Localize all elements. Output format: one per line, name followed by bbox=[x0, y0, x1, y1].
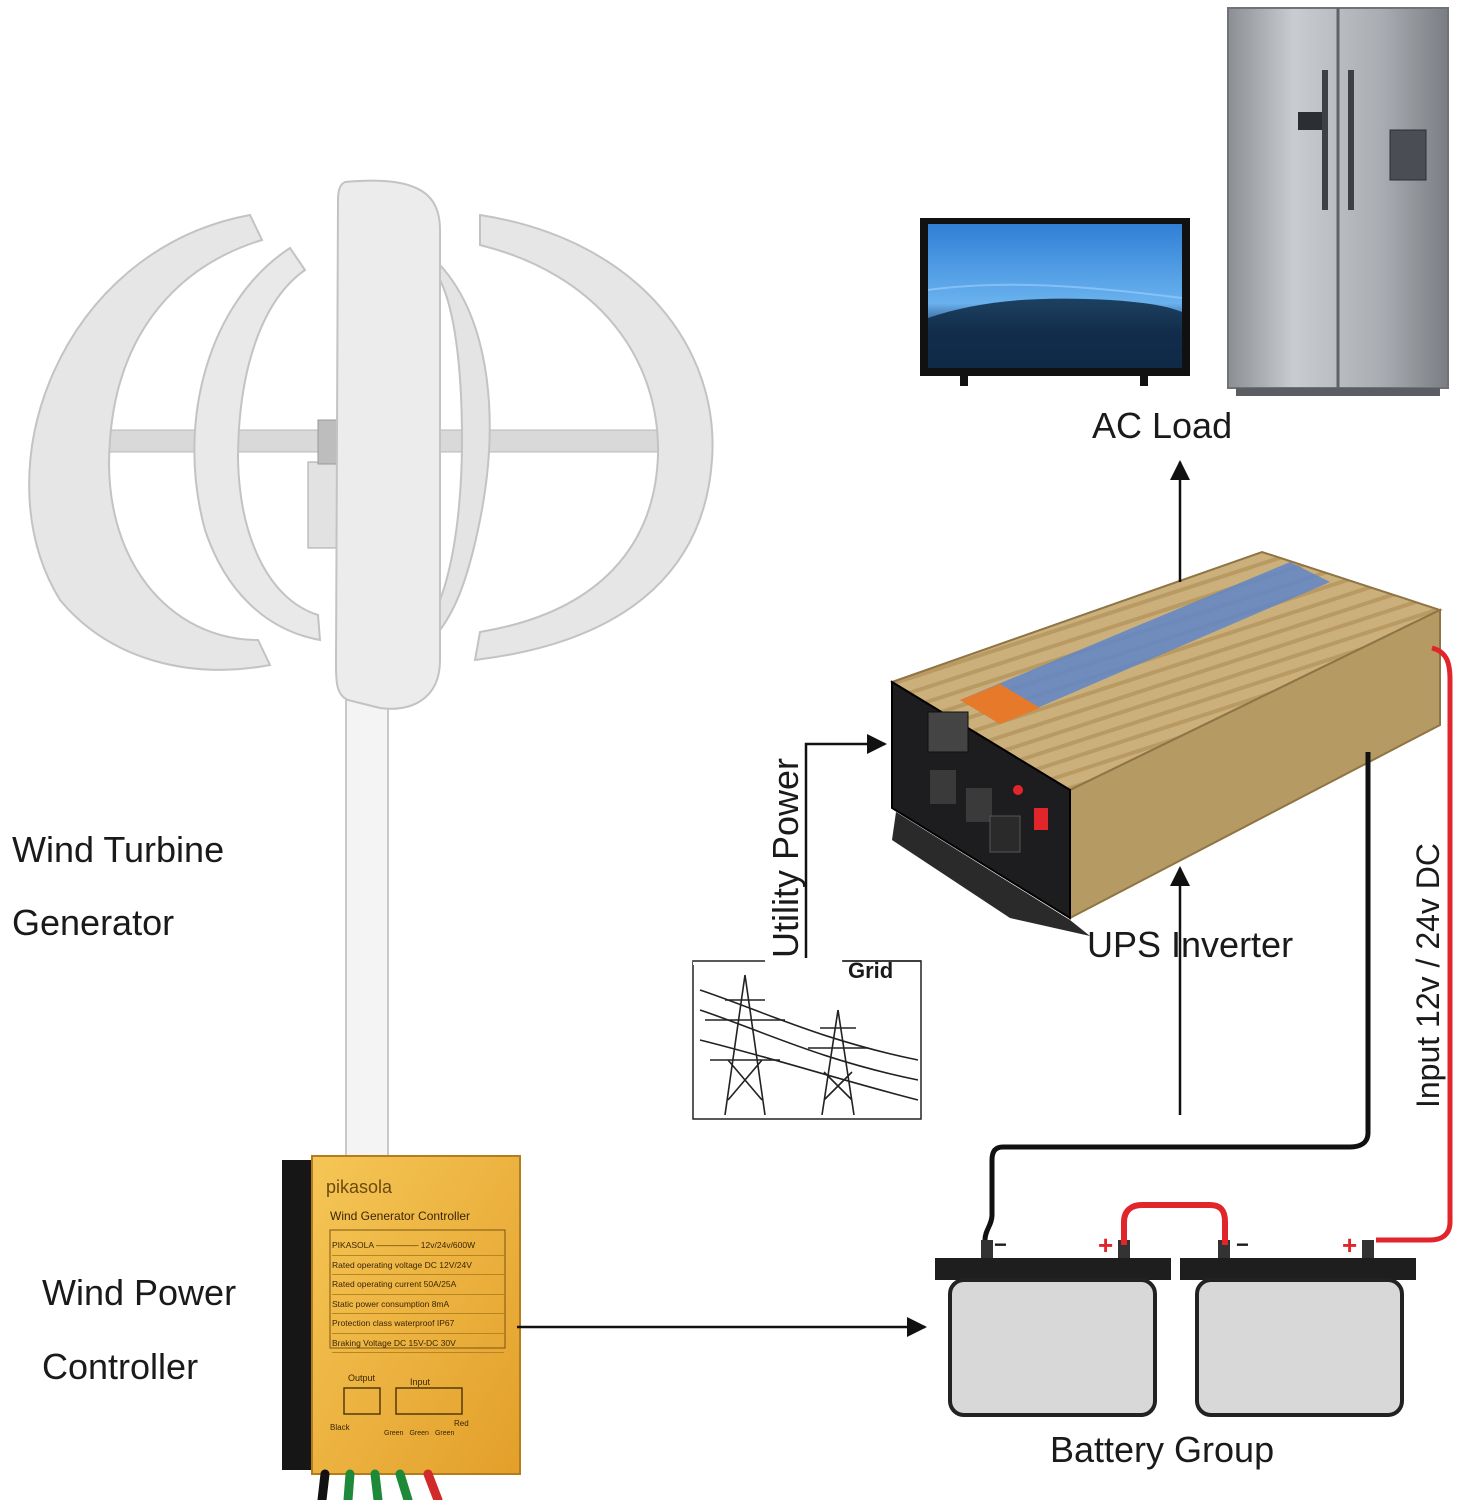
battery-right-minus: − bbox=[1236, 1232, 1249, 1257]
battery-left-minus: − bbox=[994, 1232, 1007, 1257]
controller-green-label: Green bbox=[384, 1430, 404, 1437]
controller-title: Wind Generator Controller bbox=[330, 1209, 471, 1223]
battery-left-plus: + bbox=[1098, 1230, 1114, 1260]
controller-green-labels: Green Green Green bbox=[384, 1430, 454, 1437]
refrigerator-image bbox=[1227, 7, 1449, 396]
controller-input-label: Input bbox=[410, 1377, 431, 1387]
label-grid: Grid bbox=[848, 958, 894, 983]
grid-image bbox=[692, 955, 922, 1120]
battery-left bbox=[935, 1240, 1171, 1417]
controller-green-label: Green bbox=[434, 1430, 455, 1437]
arrow-utility-power bbox=[804, 734, 887, 958]
label-wind-controller-line1: Wind Power bbox=[42, 1272, 237, 1313]
ups-inverter-image bbox=[889, 550, 1443, 936]
label-battery-group: Battery Group bbox=[1050, 1429, 1275, 1470]
label-wind-turbine-line2: Generator bbox=[12, 902, 175, 943]
turbine-blade-inner-right bbox=[439, 262, 491, 634]
label-ac-load: AC Load bbox=[1092, 405, 1233, 446]
wire-red-jumper bbox=[1121, 1202, 1228, 1245]
battery-right bbox=[1180, 1240, 1416, 1417]
controller-spec-row: Rated operating current 50A/25A bbox=[332, 1275, 504, 1295]
turbine-blade-center bbox=[334, 179, 441, 710]
wind-power-controller-image bbox=[282, 1155, 521, 1500]
label-input-dc: Input 12v / 24v DC bbox=[1410, 842, 1446, 1108]
turbine-blade-inner-left bbox=[193, 246, 322, 642]
turbine-blade-outer-right bbox=[473, 213, 714, 662]
turbine-blade-outer-left bbox=[28, 213, 272, 671]
controller-black-label: Black bbox=[330, 1423, 350, 1432]
wire-black-negative bbox=[982, 752, 1371, 1241]
controller-green-label: Green bbox=[409, 1430, 429, 1437]
controller-spec-row: Static power consumption 8mA bbox=[332, 1295, 504, 1314]
controller-output-label: Output bbox=[348, 1373, 376, 1383]
wire-red-positive bbox=[1376, 645, 1453, 1243]
battery-group-image bbox=[935, 1240, 1416, 1417]
battery-right-plus: + bbox=[1342, 1230, 1358, 1260]
controller-spec-row: Rated operating voltage DC 12V/24V bbox=[332, 1256, 504, 1275]
controller-spec-row: PIKASOLA ————— 12v/24v/600W bbox=[332, 1236, 504, 1256]
controller-spec-row: Braking Voltage DC 15V-DC 30V bbox=[332, 1334, 504, 1353]
wind-turbine-image bbox=[28, 179, 714, 1161]
turbine-pole bbox=[345, 699, 389, 1161]
controller-brand: pikasola bbox=[326, 1177, 393, 1197]
connection-lines bbox=[517, 460, 1453, 1337]
label-wind-controller-line2: Controller bbox=[42, 1346, 199, 1387]
tv-image bbox=[920, 218, 1190, 386]
label-utility-power: Utility Power bbox=[765, 757, 806, 958]
label-ups-inverter: UPS Inverter bbox=[1087, 924, 1294, 965]
label-wind-turbine-line1: Wind Turbine bbox=[12, 829, 225, 870]
controller-red-label: Red bbox=[454, 1419, 469, 1428]
controller-spec-row: Protection class waterproof IP67 bbox=[332, 1314, 504, 1334]
